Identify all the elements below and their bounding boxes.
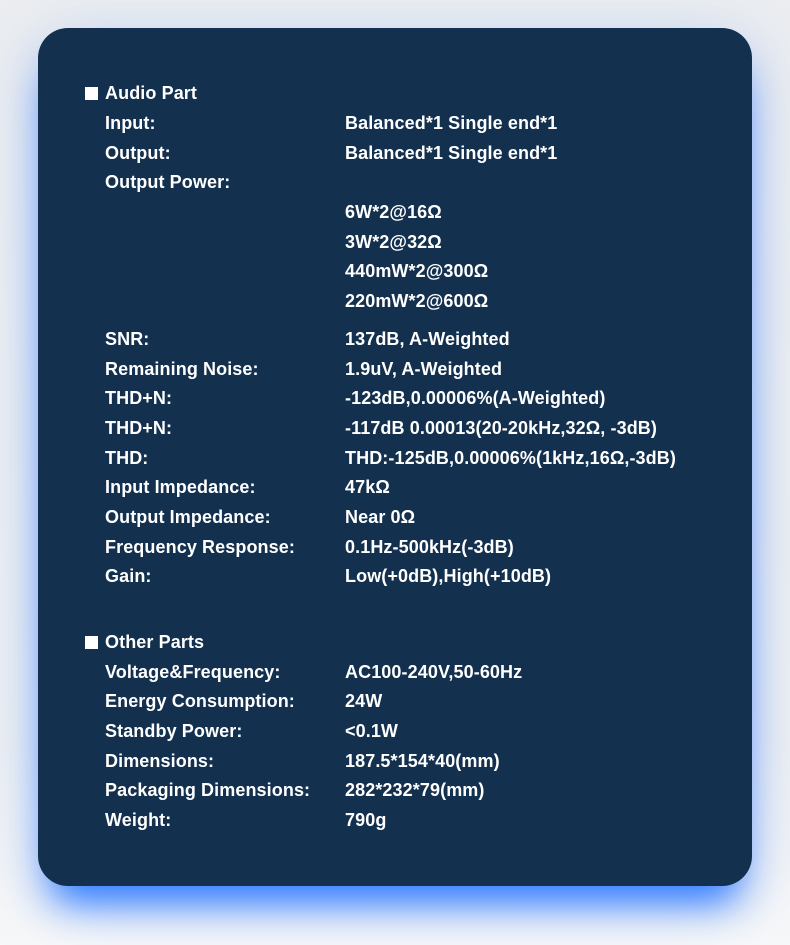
spec-label: THD: (105, 447, 149, 468)
section-other-parts: Other Parts Voltage&Frequency: AC100-240… (38, 628, 728, 836)
spec-value: 47kΩ (345, 477, 390, 498)
spec-row-output: Output: Balanced*1 Single end*1 (38, 138, 728, 168)
spec-row-packaging-dimensions: Packaging Dimensions: 282*232*79(mm) (38, 776, 728, 806)
spec-label: Input: (105, 113, 156, 134)
section-audio-part: Audio Part Input: Balanced*1 Single end*… (38, 79, 728, 592)
section-title: Audio Part (105, 83, 198, 104)
spec-value: 187.5*154*40(mm) (345, 750, 500, 771)
spec-row-output-impedance: Output Impedance: Near 0Ω (38, 503, 728, 533)
spec-label: Output Impedance: (105, 506, 271, 527)
spec-value: 137dB, A-Weighted (345, 328, 510, 349)
spec-value: 1.9uV, A-Weighted (345, 358, 503, 379)
spec-value: 6W*2@16Ω (345, 202, 442, 223)
spec-row-voltage-frequency: Voltage&Frequency: AC100-240V,50-60Hz (38, 657, 728, 687)
spec-row-energy-consumption: Energy Consumption: 24W (38, 687, 728, 717)
spec-label: Energy Consumption: (105, 691, 295, 712)
spec-label: Input Impedance: (105, 477, 256, 498)
spec-label: Output: (105, 142, 171, 163)
spec-label: Gain: (105, 566, 152, 587)
spec-label: Standby Power: (105, 721, 243, 742)
spec-label: Packaging Dimensions: (105, 780, 311, 801)
spec-value: 3W*2@32Ω (345, 231, 442, 252)
spec-card: Audio Part Input: Balanced*1 Single end*… (38, 28, 752, 886)
spec-value: THD:-125dB,0.00006%(1kHz,16Ω,-3dB) (345, 447, 676, 468)
spec-label: Voltage&Frequency: (105, 661, 281, 682)
spec-row-output-power: Output Power: (38, 168, 728, 198)
spec-label: Frequency Response: (105, 536, 295, 557)
spec-value: Low(+0dB),High(+10dB) (345, 566, 552, 587)
spec-value: Balanced*1 Single end*1 (345, 142, 558, 163)
spec-value: Near 0Ω (345, 506, 416, 527)
spec-label: Output Power: (105, 172, 231, 193)
spec-row-dimensions: Dimensions: 187.5*154*40(mm) (38, 746, 728, 776)
spec-label: Remaining Noise: (105, 358, 259, 379)
section-header-other-parts: Other Parts (38, 628, 728, 658)
section-title: Other Parts (105, 632, 205, 653)
spec-label: SNR: (105, 328, 150, 349)
spec-row-power-32ohm: 3W*2@32Ω (38, 227, 728, 257)
spec-row-thd: THD: THD:-125dB,0.00006%(1kHz,16Ω,-3dB) (38, 443, 728, 473)
spec-value: -123dB,0.00006%(A-Weighted) (345, 388, 606, 409)
spec-label: THD+N: (105, 388, 173, 409)
spec-row-power-16ohm: 6W*2@16Ω (38, 198, 728, 228)
spec-row-gain: Gain: Low(+0dB),High(+10dB) (38, 562, 728, 592)
spec-row-thd-n-1: THD+N: -123dB,0.00006%(A-Weighted) (38, 384, 728, 414)
spec-row-remaining-noise: Remaining Noise: 1.9uV, A-Weighted (38, 354, 728, 384)
spec-value: 282*232*79(mm) (345, 780, 485, 801)
spec-label: THD+N: (105, 417, 173, 438)
spec-label: Dimensions: (105, 750, 215, 771)
spec-row-frequency-response: Frequency Response: 0.1Hz-500kHz(-3dB) (38, 532, 728, 562)
spec-value: Balanced*1 Single end*1 (345, 113, 558, 134)
spec-value: 24W (345, 691, 383, 712)
spec-row-power-300ohm: 440mW*2@300Ω (38, 257, 728, 287)
section-header-audio-part: Audio Part (38, 79, 728, 109)
spec-row-standby-power: Standby Power: <0.1W (38, 717, 728, 747)
spec-value: 790g (345, 810, 387, 831)
spec-value: -117dB 0.00013(20-20kHz,32Ω, -3dB) (345, 417, 657, 438)
spec-row-weight: Weight: 790g (38, 806, 728, 836)
spec-row-snr: SNR: 137dB, A-Weighted (38, 325, 728, 355)
spec-value: 0.1Hz-500kHz(-3dB) (345, 536, 514, 557)
spec-row-input: Input: Balanced*1 Single end*1 (38, 109, 728, 139)
spec-value: 440mW*2@300Ω (345, 261, 489, 282)
square-bullet-icon (85, 87, 98, 101)
spec-label: Weight: (105, 810, 172, 831)
spec-value: <0.1W (345, 721, 399, 742)
spec-row-input-impedance: Input Impedance: 47kΩ (38, 473, 728, 503)
square-bullet-icon (85, 636, 98, 650)
spec-value: AC100-240V,50-60Hz (345, 661, 523, 682)
spec-row-power-600ohm: 220mW*2@600Ω (38, 287, 728, 317)
spec-value: 220mW*2@600Ω (345, 291, 489, 312)
spec-row-thd-n-2: THD+N: -117dB 0.00013(20-20kHz,32Ω, -3dB… (38, 414, 728, 444)
